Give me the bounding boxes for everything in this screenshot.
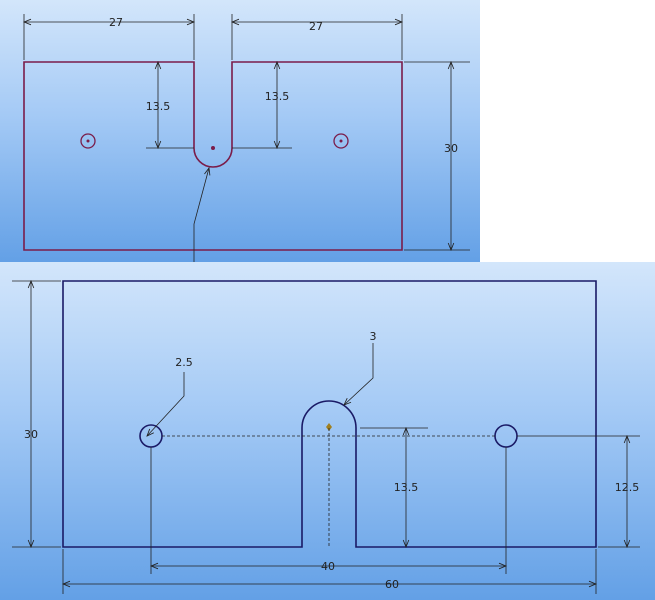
top-part-outline: [23, 61, 403, 251]
top-extension-lines: [23, 14, 470, 251]
bottom-right-hole: [494, 424, 518, 448]
top-right-hole: [333, 133, 349, 149]
bottom-extension-lines: [12, 280, 640, 594]
bottom-left-hole: [139, 424, 163, 448]
bottom-dim-hole-diameter: 2.5: [175, 356, 193, 369]
bottom-part-outline: [62, 280, 597, 548]
bottom-hole-leader: [147, 372, 185, 436]
top-view: 27 27 13.5 13.5 30: [24, 14, 470, 262]
bottom-dim-hole-spacing: 40: [321, 560, 335, 573]
bottom-dim-hole-height: 12.5: [615, 481, 640, 494]
bottom-slot-center-mark: [326, 423, 332, 431]
top-view-panel: [0, 0, 480, 262]
bottom-slot-radius-leader: [344, 343, 374, 405]
bottom-dim-slot-radius: 3: [370, 330, 377, 343]
top-dim-right-slot-depth: 13.5: [265, 90, 290, 103]
bottom-hidden-lines: [162, 428, 495, 547]
top-dim-right-width: 27: [309, 20, 323, 33]
top-slot-leader: [193, 168, 209, 262]
bottom-dim-total-width: 60: [385, 578, 399, 591]
top-left-hole: [80, 133, 96, 149]
bottom-dim-height-left: 30: [24, 428, 38, 441]
bottom-dim-slot-depth: 13.5: [394, 481, 419, 494]
bottom-view: 30 2.5 3 13.5 12.5 40 60: [12, 281, 640, 594]
top-dim-left-slot-depth: 13.5: [146, 100, 171, 113]
top-dim-left-width: 27: [109, 16, 123, 29]
top-slot-center-mark: [211, 146, 215, 150]
bottom-view-panel: [0, 262, 655, 600]
top-dim-height: 30: [444, 142, 458, 155]
